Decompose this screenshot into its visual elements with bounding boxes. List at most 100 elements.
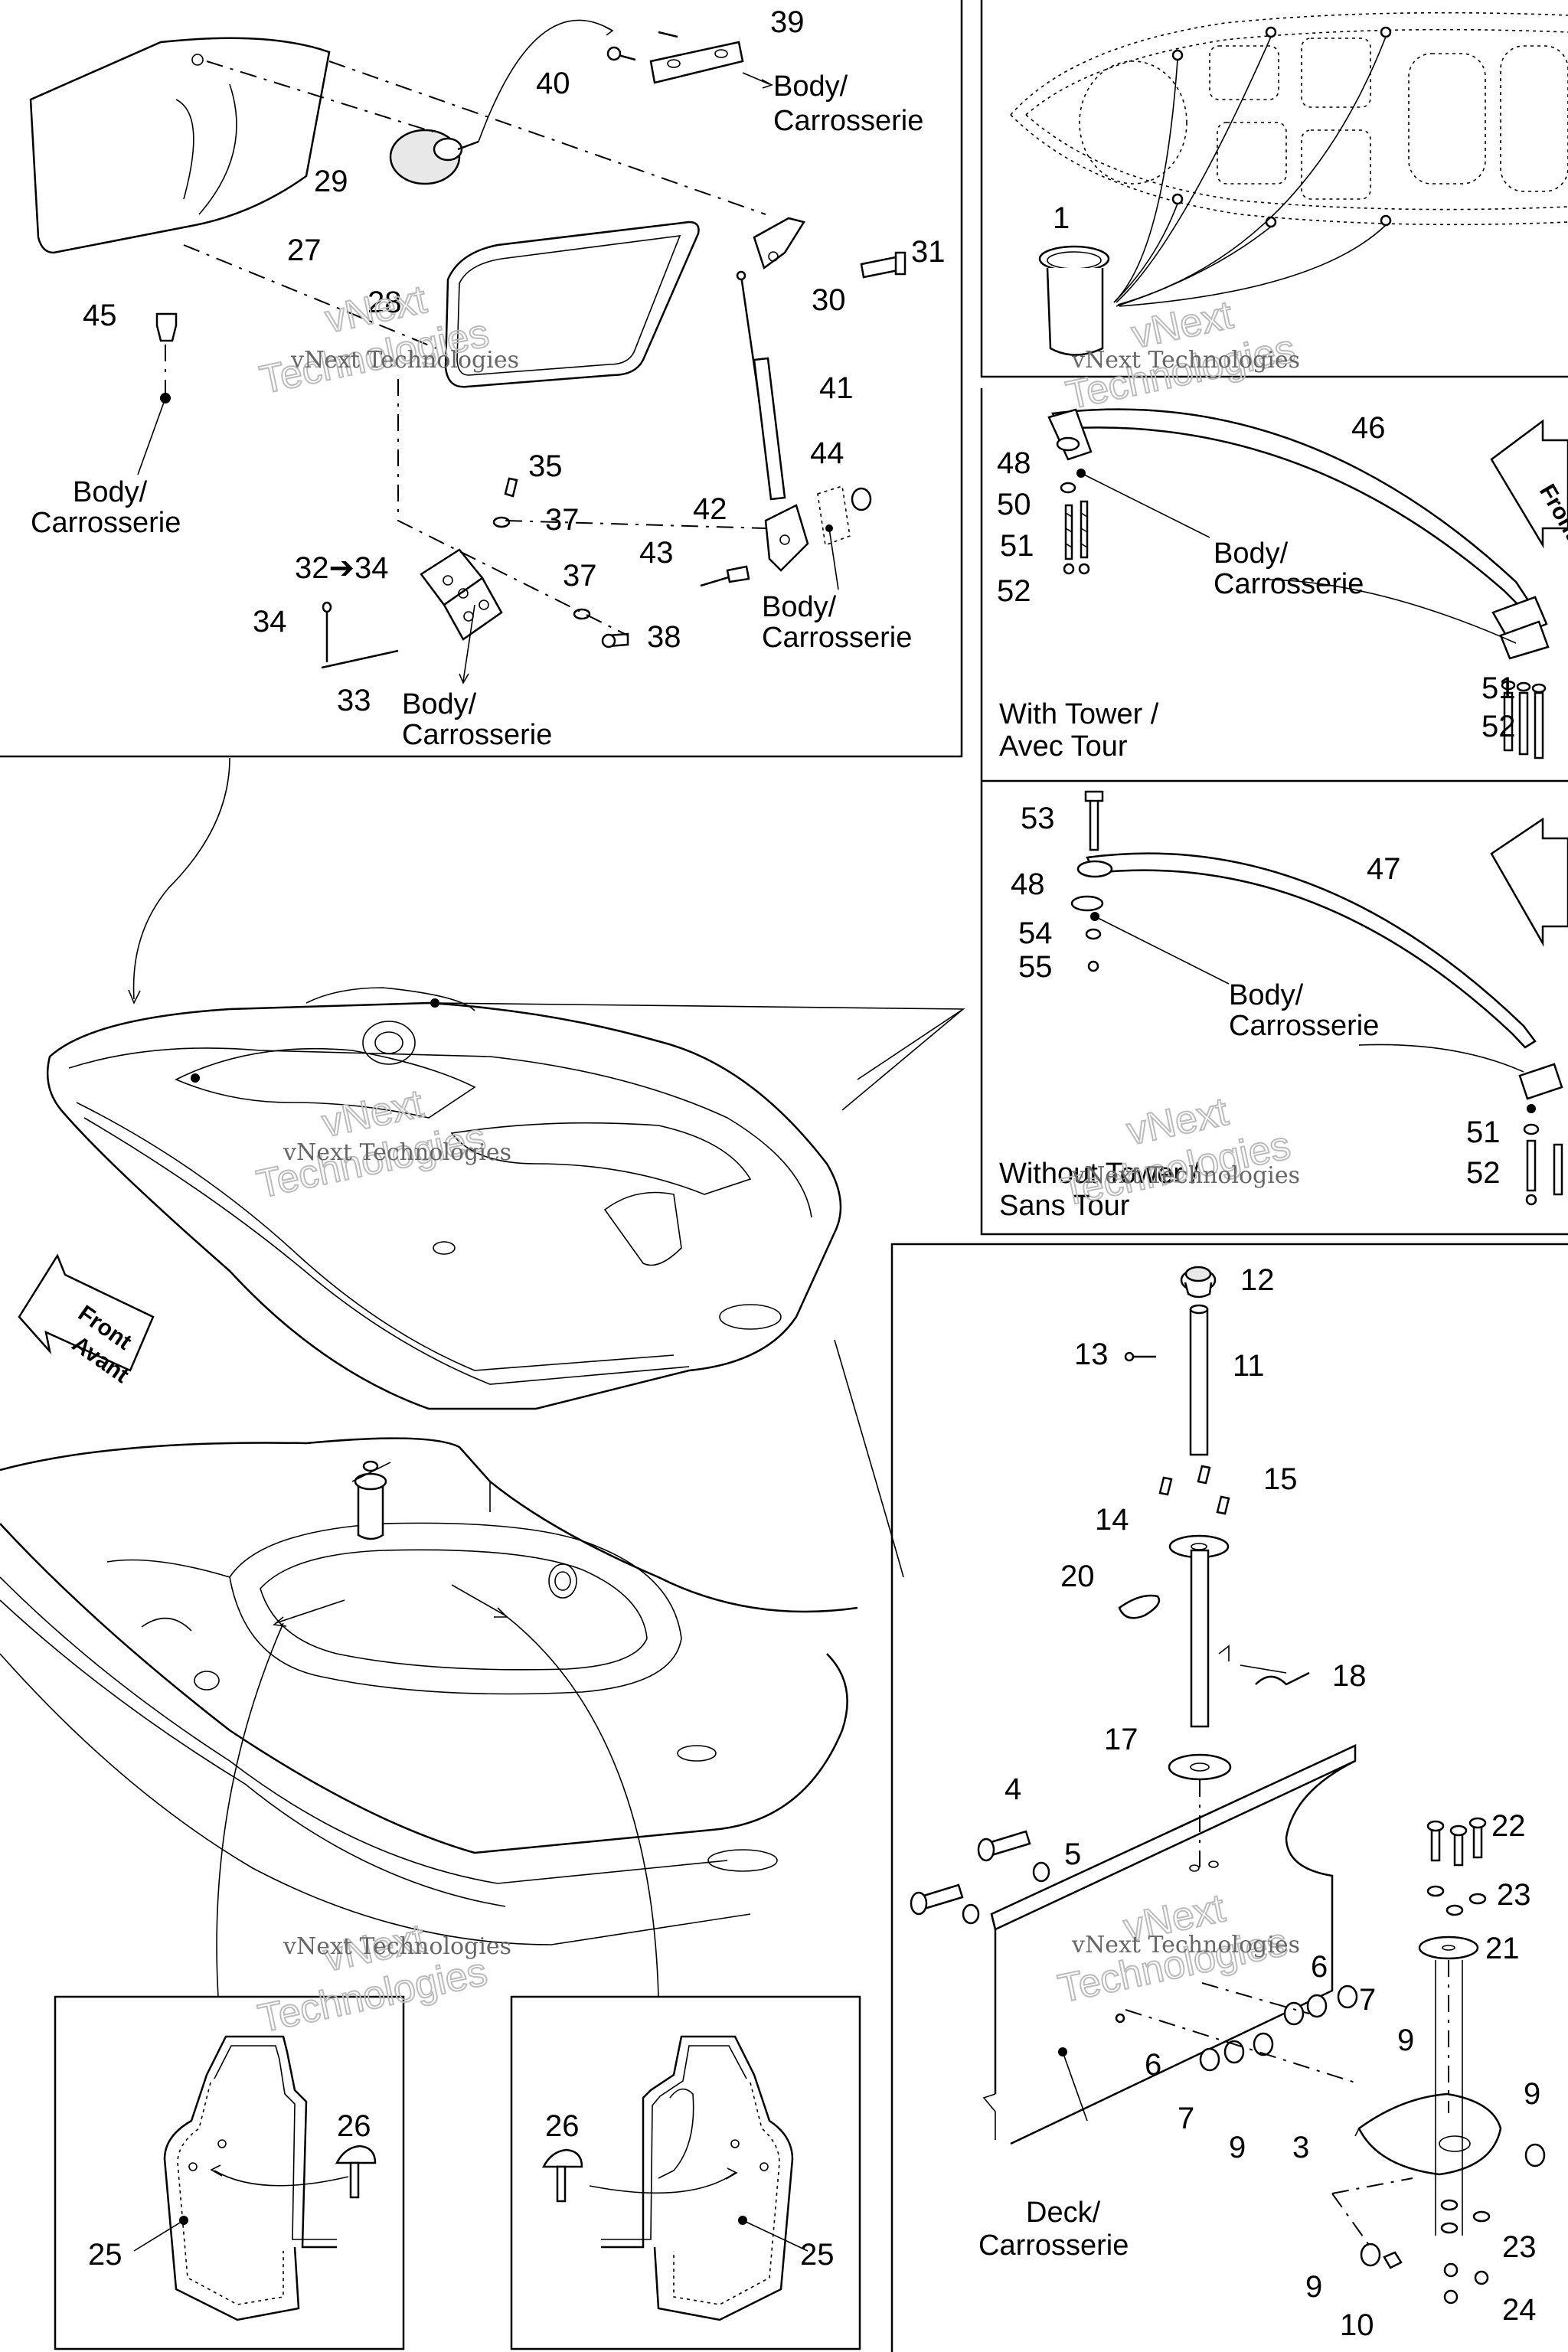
callout-10: 10 [1340, 2308, 1374, 2342]
callout-11: 11 [1233, 1349, 1265, 1383]
callout-48-b: 48 [1011, 867, 1045, 901]
callout-44: 44 [810, 436, 844, 470]
callout-21: 21 [1485, 1932, 1520, 1965]
label-body: Body/ [402, 688, 477, 720]
hinge-32 [420, 548, 503, 641]
callout-28: 28 [368, 286, 402, 319]
label-carrosserie: Carrosserie [1214, 568, 1364, 600]
callouts-door: 39 40 29 27 31 30 28 45 41 44 35 42 37 4… [31, 5, 946, 751]
callout-45: 45 [83, 299, 117, 332]
callout-26-a: 26 [337, 2109, 371, 2143]
label-carrosserie: Carrosserie [402, 719, 552, 751]
callout-6-b: 6 [1145, 2048, 1161, 2082]
callout-15: 15 [1263, 1462, 1298, 1496]
callout-5: 5 [1064, 1838, 1081, 1871]
watermark-text: vNext Technologies [283, 1933, 511, 1960]
without-tower-panel [1070, 790, 1568, 1206]
bracket-42 [764, 504, 809, 572]
with-tower-label: With Tower / [999, 698, 1159, 730]
callouts-with-tower: 46 48 50 51 52 Body/ Carrosserie 51 52 W… [997, 411, 1516, 763]
label-body: Body/ [1214, 537, 1289, 570]
label-carrosserie: Carrosserie [1229, 1010, 1379, 1042]
front-arrow-icon [1490, 419, 1568, 549]
callout-41: 41 [819, 371, 854, 405]
callout-18: 18 [1332, 1659, 1367, 1693]
callout-9-c: 9 [1524, 2077, 1540, 2111]
front-label: Front [1534, 480, 1568, 544]
callout-33: 33 [337, 684, 371, 717]
section-left [133, 2035, 377, 2321]
watermark-text: vNext Technologies [290, 347, 519, 374]
door-assembly [29, 19, 906, 1004]
watermark-text: vNext Technologies [283, 1139, 511, 1166]
callout-51-b: 51 [1481, 671, 1516, 705]
callout-52-b: 52 [1481, 710, 1516, 743]
callout-43: 43 [639, 536, 674, 570]
label-carrosserie: Carrosserie [978, 2230, 1129, 2262]
callout-17: 17 [1104, 1723, 1138, 1756]
without-tower-label: Without Tower / [999, 1158, 1200, 1190]
watermark-text: vNext Technologies [1071, 1162, 1300, 1189]
front-arrow-icon [1490, 817, 1568, 947]
callout-12: 12 [1240, 1263, 1275, 1297]
callout-55: 55 [1018, 950, 1053, 984]
callout-6-a: 6 [1311, 1950, 1328, 1984]
watermark-text: vNext Technologies [1071, 1932, 1300, 1958]
post-assembly [910, 1266, 1546, 2305]
callout-4: 4 [1004, 1772, 1021, 1806]
door-seal-28 [444, 220, 700, 388]
callout-53: 53 [1021, 802, 1055, 835]
boat-iso-view: Front Avant [18, 987, 965, 1410]
callout-31: 31 [911, 235, 946, 269]
top-view-panel: 1 [1010, 11, 1568, 356]
stern-view [0, 1008, 964, 1998]
callout-13: 13 [1074, 1338, 1109, 1371]
callouts-without-tower: 47 53 48 54 55 Body/ Carrosserie 51 52 W… [999, 802, 1501, 1222]
callout-27: 27 [287, 234, 322, 267]
callout-20: 20 [1060, 1560, 1095, 1593]
label-body: Body/ [73, 476, 148, 508]
callout-9-b: 9 [1229, 2131, 1246, 2164]
callout-30: 30 [812, 283, 846, 317]
callout-51-a: 51 [1000, 529, 1034, 563]
callout-42: 42 [693, 492, 727, 526]
callout-3: 3 [1292, 2131, 1309, 2164]
bracket-30 [753, 217, 805, 270]
callout-22: 22 [1491, 1809, 1526, 1843]
callouts-post: 12 13 11 15 14 20 18 17 4 5 22 23 21 6 7… [978, 1263, 1540, 2342]
callout-7-b: 7 [1178, 2102, 1194, 2135]
latch-29 [389, 129, 479, 185]
label-carrosserie: Carrosserie [762, 622, 912, 654]
grab-handle-47 [1086, 852, 1537, 1049]
callout-35: 35 [528, 449, 563, 483]
callout-52-c: 52 [1466, 1156, 1501, 1190]
label-body: Body/ [1229, 979, 1304, 1011]
callout-24: 24 [1502, 2293, 1537, 2327]
callout-23-b: 23 [1502, 2230, 1537, 2264]
callout-38: 38 [647, 620, 681, 654]
label-carrosserie: Carrosserie [773, 105, 923, 137]
callout-14: 14 [1095, 1503, 1129, 1537]
cup-holder-1 [1038, 245, 1110, 356]
callout-52-a: 52 [997, 574, 1031, 608]
callout-48-a: 48 [997, 446, 1031, 480]
with-tower-panel: Front [1047, 408, 1568, 760]
door-panel-27 [29, 37, 331, 254]
callout-39: 39 [770, 5, 805, 39]
callout-34: 34 [253, 605, 287, 639]
callout-37-a: 37 [545, 503, 580, 537]
callout-26-b: 26 [545, 2109, 580, 2143]
callout-25-a: 25 [88, 2238, 122, 2272]
callout-46: 46 [1351, 411, 1386, 445]
callout-25-b: 25 [800, 2238, 835, 2272]
plate-39 [649, 41, 744, 84]
callout-51-c: 51 [1466, 1116, 1501, 1149]
callout-54: 54 [1018, 916, 1053, 950]
callout-47: 47 [1367, 852, 1401, 886]
with-tower-fr-label: Avec Tour [999, 730, 1128, 763]
label-body: Body/ [762, 591, 837, 623]
label-body: Body/ [773, 70, 848, 103]
callout-32-34: 32➔34 [295, 551, 389, 585]
